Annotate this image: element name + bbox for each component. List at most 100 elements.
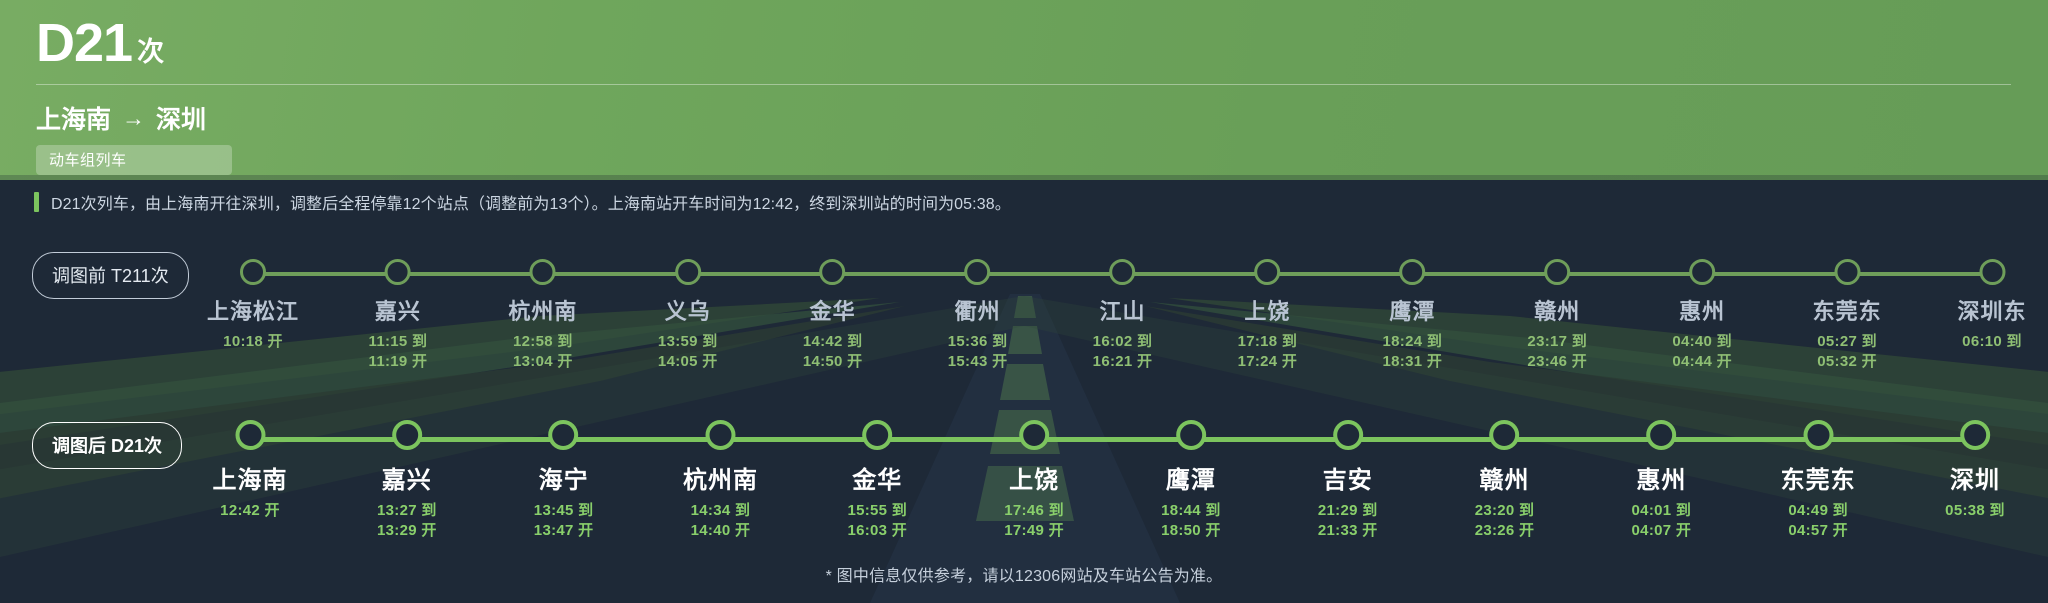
station-departure-time: 18:31 开: [1382, 352, 1443, 370]
station-dot-icon: [1175, 420, 1206, 450]
station-name: 吉安: [1322, 467, 1373, 494]
station-dot-icon: [1978, 259, 2005, 285]
station-name: 嘉兴: [381, 467, 432, 494]
station-times: 21:29 到 21:33 开: [1318, 501, 1378, 541]
station-dot-icon: [1834, 259, 1861, 285]
station-name: 杭州南: [508, 299, 578, 324]
station-name: 深圳东: [1957, 299, 2027, 324]
station-departure-time: 05:32 开: [1817, 352, 1877, 370]
note-text: D21次列车，由上海南开往深圳，调整后全程停靠12个站点（调整前为13个）。上海…: [51, 196, 1011, 213]
station-dot-icon: [1332, 420, 1363, 450]
disclaimer-note: * 图中信息仅供参考，请以12306网站及车站公告为准。: [825, 568, 1223, 585]
station-arrival-time: 13:45 到: [533, 502, 594, 519]
station-name: 衢州: [954, 299, 1001, 324]
station-arrival-time: 04:01 到: [1631, 502, 1692, 519]
station-dot-icon: [548, 420, 579, 450]
timeline-after-line: [250, 437, 1975, 442]
station-arrival-time: 06:10 到: [1962, 333, 2022, 350]
route-destination: 深圳: [156, 106, 207, 135]
station-departure-time: 23:26 开: [1474, 521, 1535, 539]
station-name: 鹰潭: [1389, 299, 1436, 324]
station-departure-time: 16:21 开: [1092, 352, 1153, 370]
station-name: 金华: [852, 467, 903, 494]
station-departure-time: 16:03 开: [847, 521, 908, 539]
station-times: 05:27 到 05:32 开: [1813, 332, 1882, 372]
station-times: 18:44 到 18:50 开: [1161, 501, 1221, 541]
station-arrival-time: 18:44 到: [1161, 502, 1221, 519]
station-name: 东莞东: [1780, 467, 1856, 494]
timeline-before-tag: 调图前 T211次: [32, 252, 189, 299]
station-name: 上饶: [1244, 299, 1291, 324]
station-arrival-time: 11:15 到: [368, 333, 428, 350]
station-after[interactable]: 吉安 21:29 到 21:33 开: [1318, 408, 1378, 541]
station-dot-icon: [391, 420, 422, 450]
route-origin: 上海南: [36, 106, 112, 135]
station-before[interactable]: 深圳东 06:10 到: [1957, 246, 2026, 352]
station-dot-icon: [1959, 420, 1990, 450]
station-arrival-time: 15:55 到: [847, 502, 908, 519]
station-departure-time: 14:05 开: [657, 352, 718, 370]
station-arrival-time: 21:29 到: [1317, 502, 1378, 519]
station-dot-icon: [384, 259, 411, 285]
station-departure-time: 11:19 开: [368, 352, 428, 370]
arrow-right-icon: →: [122, 104, 146, 131]
station-after[interactable]: 金华 15:55 到 16:03 开: [847, 408, 907, 541]
station-times: 14:42 到 14:50 开: [803, 332, 863, 372]
station-arrival-time: 14:42 到: [802, 333, 863, 350]
note-accent-bar: [34, 192, 39, 212]
station-times: 11:15 到 11:19 开: [369, 332, 428, 372]
station-dot-icon: [239, 259, 266, 285]
station-times: 18:24 到 18:31 开: [1383, 332, 1443, 372]
station-departure-time: 21:33 开: [1317, 521, 1378, 539]
station-arrival-time: 18:24 到: [1382, 333, 1443, 350]
station-departure-time: 18:50 开: [1161, 521, 1221, 539]
header-divider: [36, 84, 2011, 86]
station-name: 上饶: [1009, 467, 1060, 494]
station-dot-icon: [1109, 259, 1136, 285]
station-dot-icon: [235, 420, 265, 450]
station-times: 12:42 开: [213, 501, 288, 521]
station-arrival-time: 04:49 到: [1788, 502, 1848, 519]
station-arrival-time: 05:27 到: [1817, 333, 1877, 350]
station-before[interactable]: 鹰潭 18:24 到 18:31 开: [1383, 246, 1443, 372]
train-number-title: D21 次: [36, 14, 2011, 73]
station-times: 15:55 到 16:03 开: [847, 501, 907, 541]
station-departure-time: 12:42 开: [220, 502, 280, 519]
station-departure-time: 10:18 开: [223, 333, 283, 350]
station-name: 义乌: [664, 299, 711, 324]
station-departure-time: 14:50 开: [802, 352, 863, 370]
station-departure-time: 17:49 开: [1004, 521, 1064, 539]
station-arrival-time: 15:36 到: [947, 333, 1008, 350]
station-dot-icon: [1803, 420, 1834, 450]
